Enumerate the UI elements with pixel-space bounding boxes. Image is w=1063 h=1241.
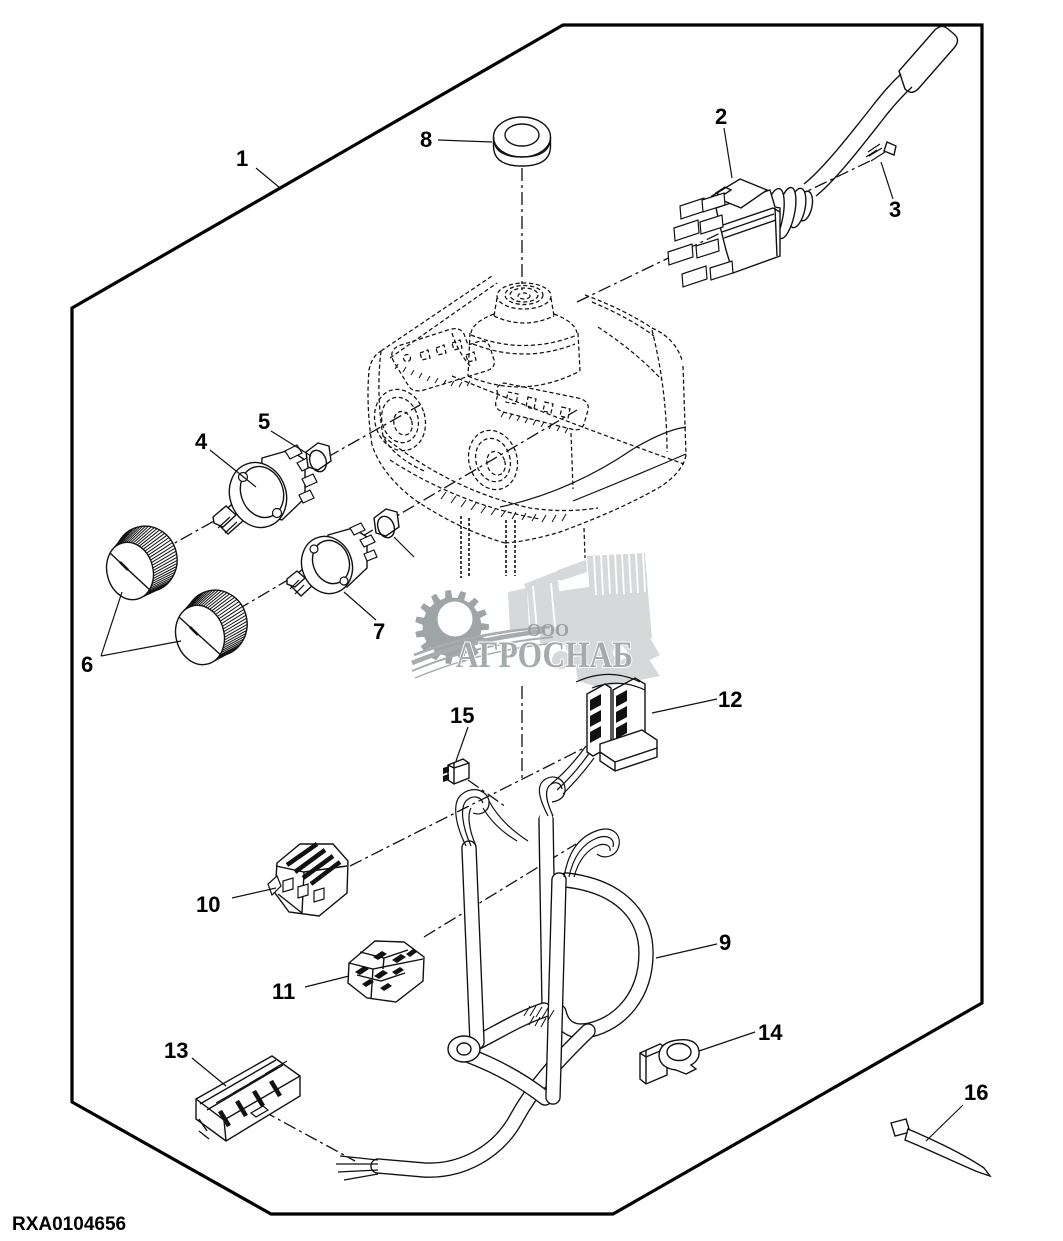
svg-text:13: 13 bbox=[164, 1038, 188, 1063]
svg-text:10: 10 bbox=[196, 892, 220, 917]
svg-text:9: 9 bbox=[719, 930, 731, 955]
svg-text:5: 5 bbox=[258, 409, 270, 434]
svg-text:8: 8 bbox=[420, 127, 432, 152]
svg-text:16: 16 bbox=[964, 1080, 988, 1105]
svg-text:ООО: ООО bbox=[527, 620, 569, 640]
svg-text:RXA0104656: RXA0104656 bbox=[12, 1214, 126, 1235]
svg-text:6: 6 bbox=[81, 652, 93, 677]
svg-text:4: 4 bbox=[195, 429, 208, 454]
svg-text:11: 11 bbox=[272, 979, 295, 1004]
svg-text:1: 1 bbox=[236, 146, 248, 171]
svg-text:15: 15 bbox=[450, 703, 474, 728]
svg-text:АГРОСНАБ: АГРОСНАБ bbox=[456, 635, 633, 676]
svg-text:2: 2 bbox=[715, 104, 727, 129]
svg-text:3: 3 bbox=[889, 197, 901, 222]
svg-text:12: 12 bbox=[718, 687, 742, 712]
svg-text:7: 7 bbox=[373, 619, 385, 644]
svg-text:14: 14 bbox=[758, 1020, 783, 1045]
